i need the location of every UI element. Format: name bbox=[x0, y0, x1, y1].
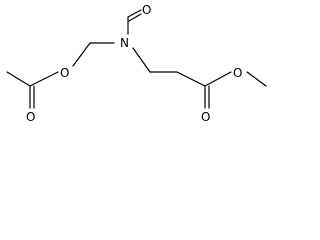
bond-nitroso-o-2 bbox=[128, 13, 142, 22]
bond-ester-o-ch2 bbox=[72, 42, 91, 67]
bond-ester-o-methyl bbox=[246, 71, 267, 87]
atom-label-amine-n: N bbox=[120, 36, 129, 50]
bond-nitroso-o-1 bbox=[127, 9, 142, 18]
bond-n-chain bbox=[132, 47, 151, 73]
atom-label-ester-o: O bbox=[60, 66, 69, 80]
bond-methyl-acetyl bbox=[6, 71, 31, 87]
atom-label-acetyl-carbonyl-o: O bbox=[26, 110, 35, 124]
atom-label-nitroso-o: O bbox=[142, 3, 151, 17]
molecule-diagram: O O N O O O bbox=[6, 3, 267, 124]
bond-acetyl-ester-o bbox=[29, 71, 59, 87]
bond-ester-c-o bbox=[204, 71, 232, 87]
bond-chain-2 bbox=[176, 71, 206, 87]
atom-label-ester-carbonyl-o: O bbox=[201, 110, 210, 124]
atom-label-ester-o-methyl: O bbox=[233, 66, 242, 80]
